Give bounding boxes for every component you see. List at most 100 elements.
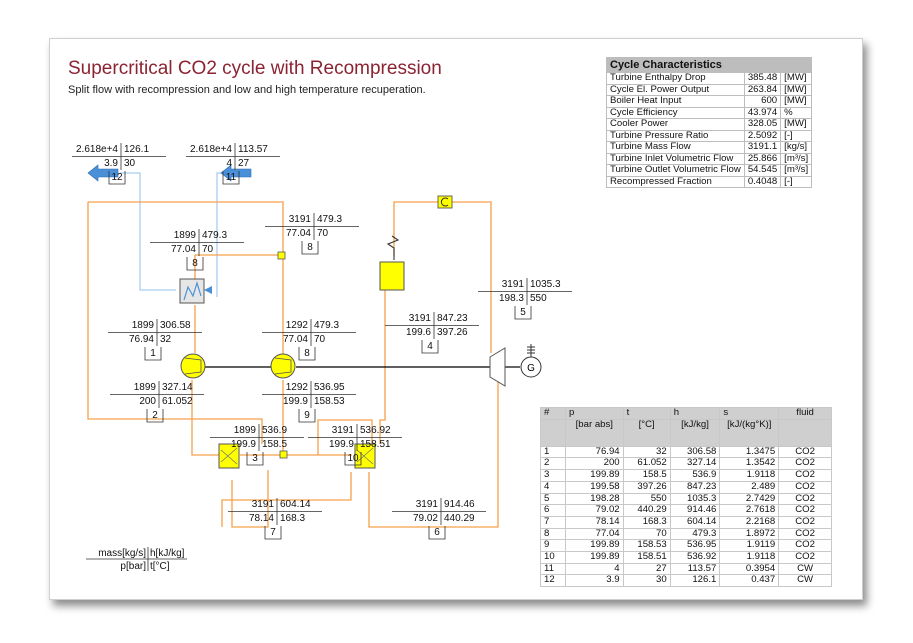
stream-mass: 1292 [285, 320, 308, 331]
line-turbine-to-htr [368, 378, 499, 528]
state-cell: CW [778, 574, 832, 588]
stream-temperature: 70 [314, 334, 326, 345]
state-column-unit [540, 418, 566, 447]
state-cell: 479.3 [669, 527, 721, 541]
state-cell: 199.89 [564, 469, 624, 482]
characteristic-unit: [-] [780, 129, 813, 142]
splitter-node-icon [277, 251, 286, 260]
stream-pressure: 4 [226, 158, 232, 169]
stream-enthalpy: 479.3 [317, 214, 343, 225]
state-column-header: p [564, 407, 624, 420]
state-cell: 61.052 [622, 457, 671, 471]
stream-label-grid [308, 424, 402, 466]
characteristic-label: Turbine Outlet Volumetric Flow [606, 164, 745, 177]
state-cell: 199.58 [564, 480, 624, 494]
stream-tag: 6 [434, 527, 440, 538]
recompressor-icon [270, 353, 296, 379]
stream-pressure: 199.9 [328, 439, 354, 450]
stream-enthalpy: 113.57 [238, 144, 268, 155]
characteristic-label: Cycle Efficiency [606, 106, 745, 119]
state-cell: 12 [540, 574, 566, 588]
stream-temperature: 70 [202, 244, 214, 255]
characteristic-label: Turbine Inlet Volumetric Flow [606, 152, 745, 165]
stream-label-grid [228, 498, 322, 540]
stream-mass: 1292 [285, 382, 308, 393]
state-cell: 113.57 [669, 562, 721, 576]
stream-enthalpy: 327.14 [162, 382, 193, 393]
turbine-icon [489, 347, 506, 387]
state-cell: 70 [622, 527, 671, 541]
characteristic-value: 0.4048 [743, 175, 782, 188]
legend-mass: mass[kg/s] [98, 548, 146, 559]
stream-mass: 3191 [501, 279, 524, 290]
stream-enthalpy: 126.1 [124, 144, 150, 155]
stream-enthalpy: 536.95 [314, 382, 345, 393]
characteristic-label: Cycle El. Power Output [606, 83, 745, 96]
stream-tag: 8 [192, 258, 198, 269]
characteristic-label: Turbine Enthalpy Drop [606, 72, 745, 85]
stream-mass: 1899 [233, 425, 256, 436]
state-cell: 4 [540, 480, 566, 494]
state-cell: 550 [622, 492, 671, 506]
stream-enthalpy: 306.58 [160, 320, 191, 331]
boiler-icon [379, 235, 405, 291]
stream-label-grid [72, 143, 166, 185]
state-cell: 604.14 [669, 515, 721, 529]
stream-label-grid [385, 312, 479, 354]
line-boiler-to-turbine [393, 201, 492, 353]
stream-pressure: 77.04 [282, 334, 308, 345]
state-column-header: # [540, 407, 566, 420]
state-cell: CO2 [778, 551, 832, 564]
stream-mass: 3191 [251, 499, 274, 510]
stream-tag: 10 [347, 453, 359, 464]
stream-enthalpy: 847.23 [437, 313, 468, 324]
stream-tag: 4 [427, 341, 433, 352]
stream-tag: 7 [270, 527, 276, 538]
characteristic-value: 2.5092 [743, 129, 782, 142]
stream-tag: 2 [152, 410, 158, 421]
mixer-node-icon [279, 450, 288, 459]
characteristic-value: 43.974 [743, 106, 782, 119]
stream-mass: 1899 [173, 230, 196, 241]
state-column-header: h [669, 407, 721, 420]
state-cell: 327.14 [669, 457, 721, 471]
state-cell: 1.3542 [719, 457, 780, 471]
stream-pressure: 199.6 [405, 327, 431, 338]
state-cell: 306.58 [669, 445, 721, 459]
main-compressor-icon [180, 353, 206, 379]
state-cell: 168.3 [622, 515, 671, 529]
water-out-arrow-icon [87, 164, 119, 182]
stream-pressure: 199.9 [230, 439, 256, 450]
stream-pressure: 77.04 [170, 244, 196, 255]
stream-tag: 8 [307, 242, 313, 253]
stream-tag: 11 [225, 172, 237, 183]
stream-mass: 3191 [331, 425, 354, 436]
stream-label-grid [265, 213, 359, 255]
state-cell: 78.14 [564, 515, 624, 529]
state-cell: CO2 [778, 457, 832, 471]
state-cell: 30 [622, 574, 671, 588]
state-cell: 914.46 [669, 504, 721, 517]
state-cell: 79.02 [564, 504, 624, 517]
state-cell: 77.04 [564, 527, 624, 541]
state-cell: 1.8972 [719, 527, 780, 541]
line-recuperator-bypass [87, 202, 263, 444]
state-cell: 536.9 [669, 469, 721, 482]
characteristic-value: 263.84 [743, 83, 782, 96]
state-cell: 8 [540, 527, 566, 541]
line-htr-to-ltr [221, 472, 352, 527]
stream-pressure: 199.9 [282, 396, 308, 407]
high-temp-recuperator-icon [354, 443, 376, 469]
stream-mass: 3191 [408, 313, 431, 324]
state-cell: 1.9119 [719, 539, 780, 553]
state-cell: 2 [540, 457, 566, 471]
stream-pressure: 77.04 [285, 228, 311, 239]
